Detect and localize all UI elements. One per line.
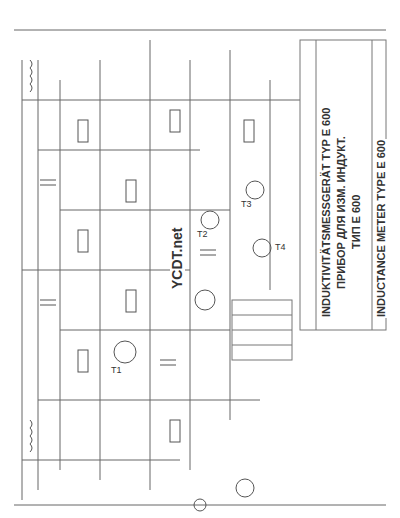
component-label: T2 (196, 230, 209, 240)
components (30, 60, 271, 511)
border-lines (14, 30, 386, 505)
component-label: T3 (240, 200, 253, 210)
title-text: INDUCTANCE METER TYPE E 600 (375, 139, 387, 318)
title-text: INDUKTIVITÄTSMESSGERÄT TYP E 600 (320, 107, 332, 318)
supply-rails (22, 40, 300, 500)
component-label: T4 (274, 243, 287, 253)
component-label: T1 (110, 366, 123, 376)
title-text: ПРИБОР ДЛЯ ИЗМ. ИНДУКТ. (335, 135, 347, 290)
title-text: YCDT.net (170, 227, 185, 290)
title-block (232, 40, 386, 360)
title-text: ТИП Е 600 (350, 194, 362, 250)
